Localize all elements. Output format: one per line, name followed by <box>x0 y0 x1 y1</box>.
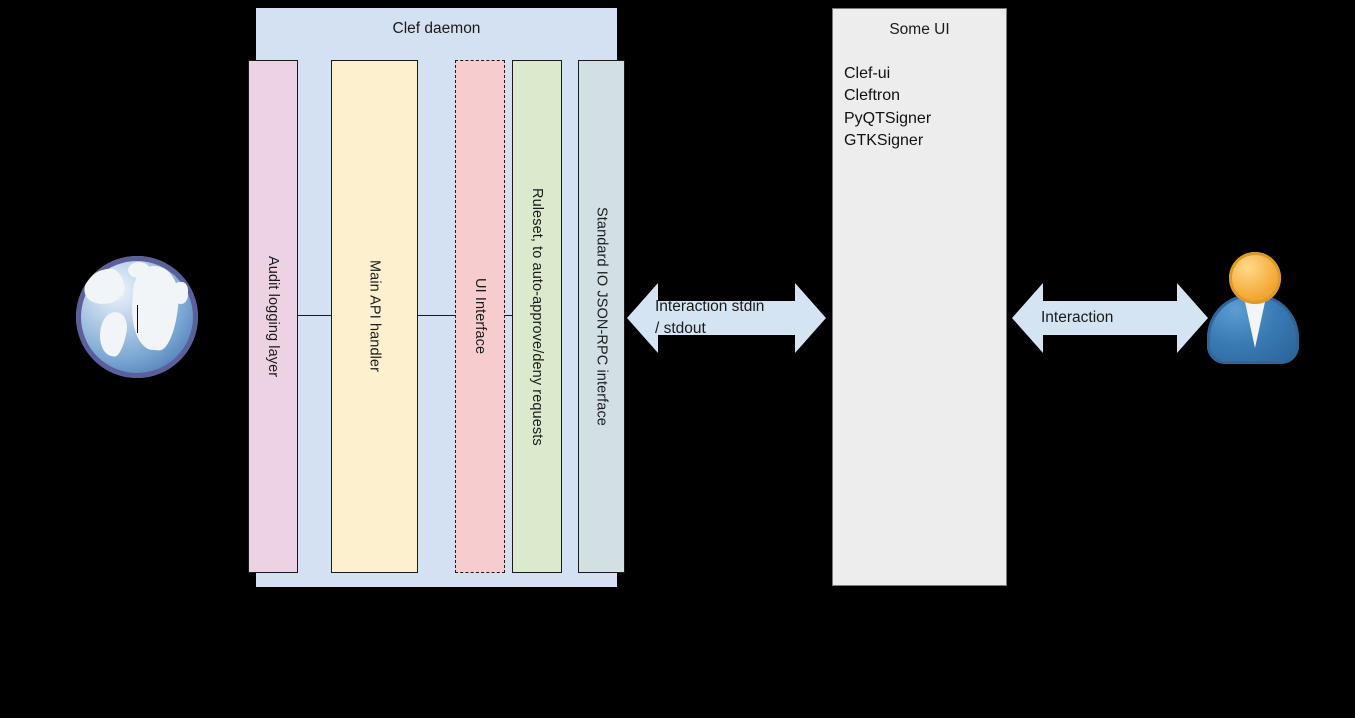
component-label: Standard IO JSON-RPC interface <box>593 207 610 426</box>
some-ui-implementation-list: Clef-ui Cleftron PyQTSigner GTKSigner <box>844 63 931 153</box>
globe-connector-tick <box>137 305 138 333</box>
arrow-head-right <box>795 283 826 353</box>
user-collar <box>1245 302 1265 348</box>
globe-landmass <box>128 262 150 278</box>
list-item: GTKSigner <box>844 132 924 150</box>
some-ui-title: Some UI <box>889 21 950 38</box>
user-icon <box>1207 252 1299 364</box>
component-ui-interface[interactable]: UI Interface <box>455 60 505 573</box>
user-head <box>1229 252 1281 304</box>
connector-line-audit-to-api <box>297 315 332 316</box>
component-label: Main API handler <box>366 260 383 373</box>
globe-landmass <box>80 266 128 308</box>
component-label: UI Interface <box>472 278 488 355</box>
component-label: Audit logging layer <box>265 255 281 378</box>
arrow-shaft <box>657 301 796 335</box>
list-item: Clef-ui <box>844 65 891 82</box>
component-label: Ruleset, to auto-approve/deny requests <box>529 187 545 446</box>
arrow-head-right <box>1177 283 1208 353</box>
arrow-head-left <box>627 283 658 353</box>
list-item: Cleftron <box>844 87 901 105</box>
arrow-shaft <box>1042 301 1178 335</box>
stdin-stdout-arrow <box>627 283 826 353</box>
clef-daemon-title: Clef daemon <box>392 20 481 37</box>
globe-landmass <box>172 282 188 304</box>
list-item: PyQTSigner <box>844 109 932 127</box>
connector-line-ui-to-ruleset <box>504 315 513 316</box>
component-audit-logging-layer[interactable]: Audit logging layer <box>248 60 298 573</box>
arrow-shape <box>627 283 826 353</box>
globe-landmass <box>96 310 130 358</box>
user-interaction-arrow <box>1012 283 1208 353</box>
clef-daemon-panel <box>256 8 617 587</box>
some-ui-panel[interactable]: Some UI Clef-ui Cleftron PyQTSigner GTKS… <box>832 8 1007 586</box>
component-standard-io-json-rpc[interactable]: Standard IO JSON-RPC interface <box>578 60 625 573</box>
component-ruleset[interactable]: Ruleset, to auto-approve/deny requests <box>512 60 562 573</box>
user-interaction-arrow-label: Interaction <box>1041 309 1114 326</box>
arrow-shape <box>1012 283 1208 353</box>
connector-line-api-to-ui <box>417 315 456 316</box>
arrow-head-left <box>1012 283 1043 353</box>
stdin-stdout-arrow-label: Interaction stdin / stdout <box>655 298 765 337</box>
component-main-api-handler[interactable]: Main API handler <box>331 60 418 573</box>
globe-icon <box>76 256 198 378</box>
